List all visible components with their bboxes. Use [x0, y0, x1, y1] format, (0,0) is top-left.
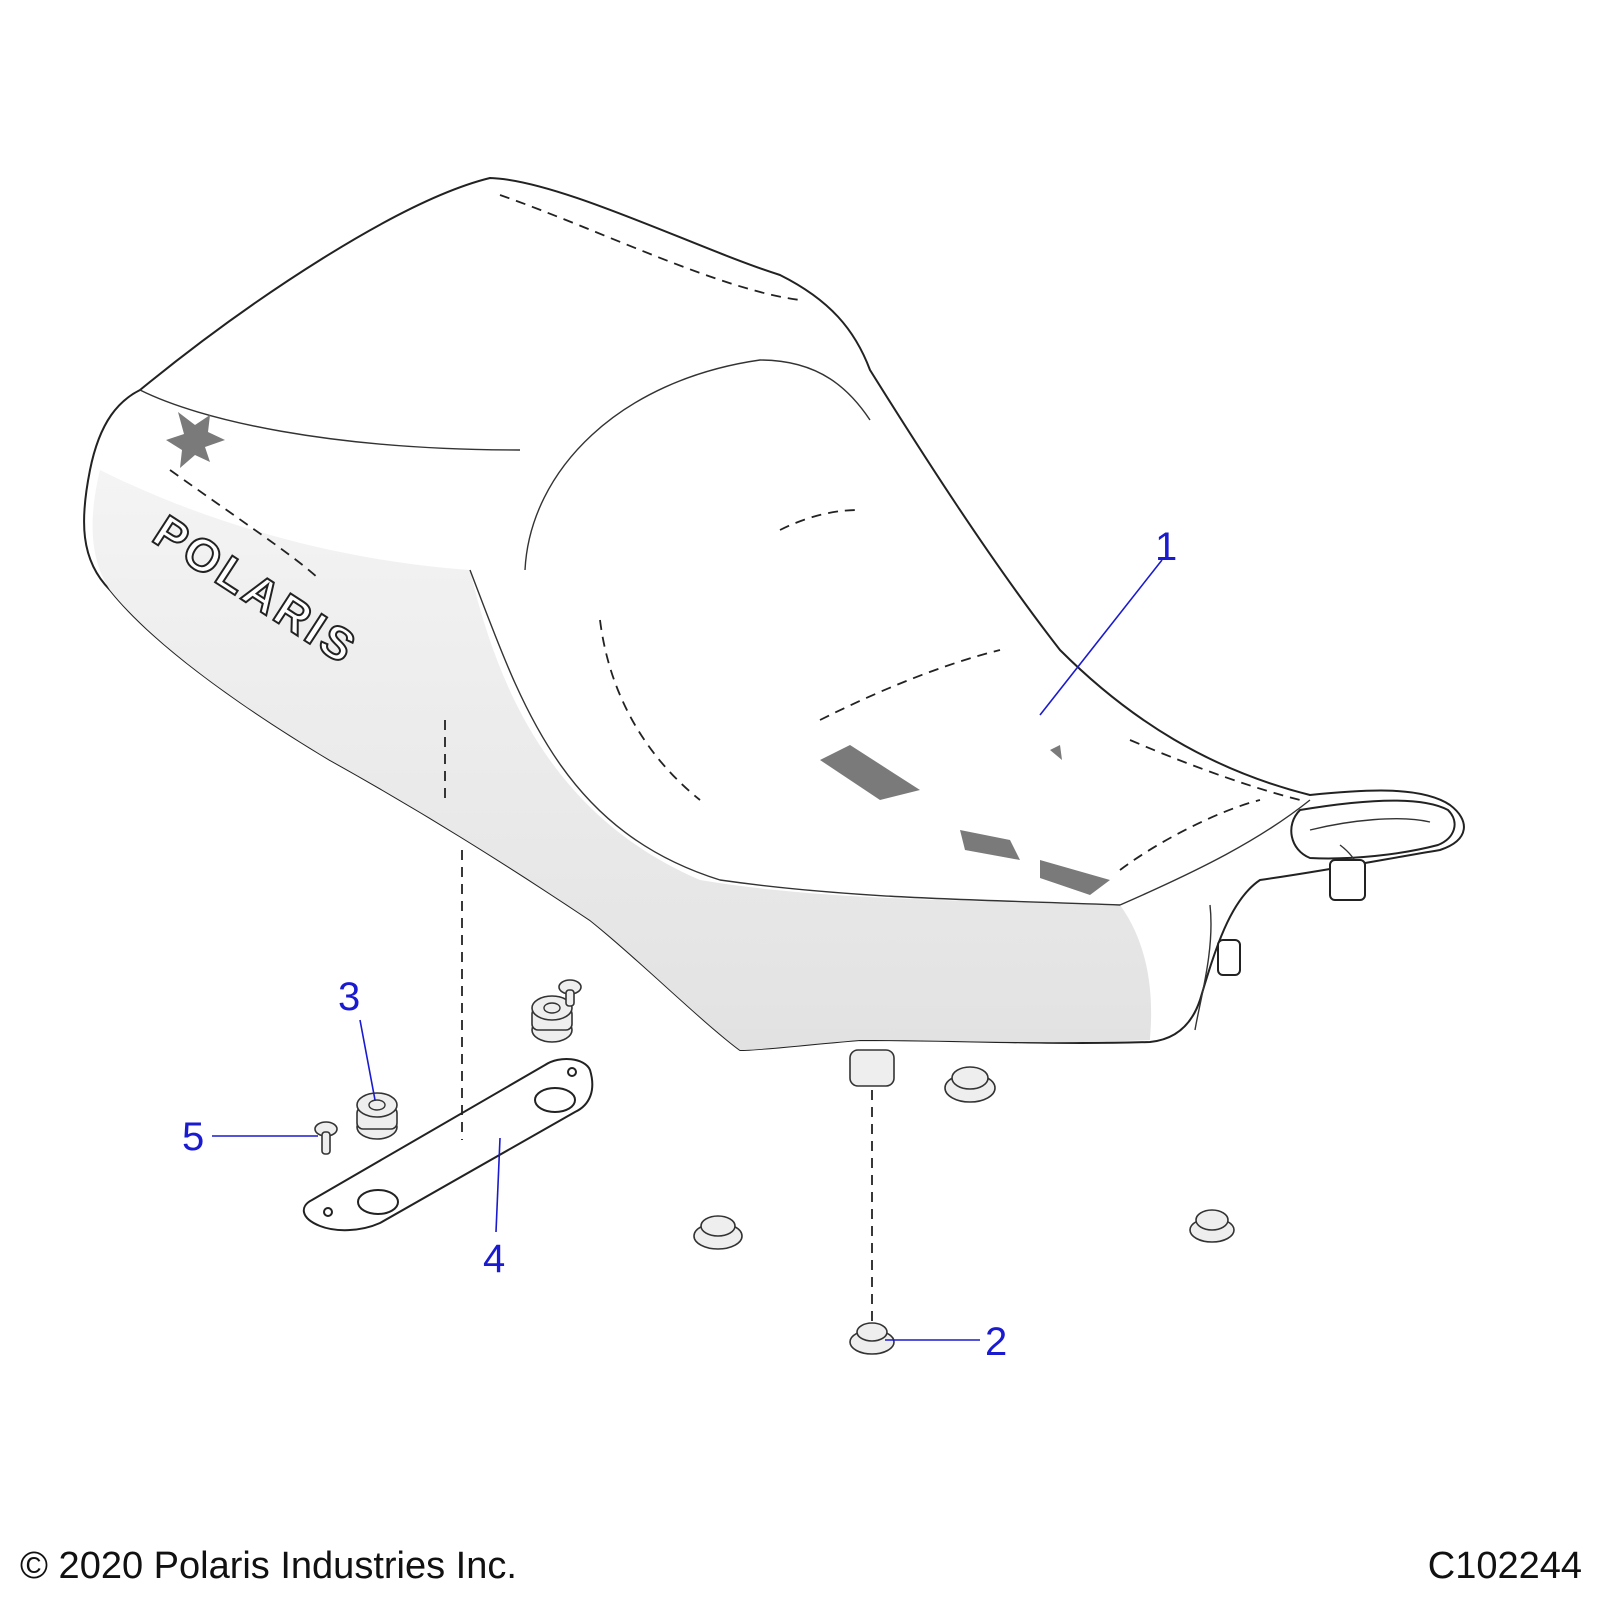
seat-front-nose — [1290, 799, 1456, 860]
svg-text:3: 3 — [338, 975, 360, 1019]
seat-seam-6 — [1129, 739, 1301, 801]
callout-3: 3 — [338, 975, 376, 1101]
seat-side-panel — [92, 470, 1152, 1050]
seat-front-under — [1194, 904, 1212, 1031]
callout-5: 5 — [182, 1115, 318, 1159]
seat-nose-detail-1 — [1309, 818, 1431, 831]
screw-upper — [558, 979, 582, 1007]
copyright-text: © 2020 Polaris Industries Inc. — [20, 1545, 517, 1587]
seat-seam-8 — [1119, 799, 1261, 871]
svg-text:2: 2 — [985, 1320, 1007, 1364]
bracket-pin-hole — [323, 1207, 333, 1217]
bracket-plate — [302, 1058, 594, 1232]
seat-front-edge — [1119, 799, 1311, 906]
svg-text:1: 1 — [1155, 525, 1177, 569]
grommet-3 — [1189, 1209, 1235, 1243]
seat-shade-1 — [820, 745, 920, 800]
seat-seam-1 — [499, 194, 801, 301]
seat-shade-3 — [1040, 860, 1110, 895]
grommet-1 — [944, 1066, 996, 1103]
seat-seam-5 — [819, 649, 1001, 721]
svg-text:5: 5 — [182, 1115, 204, 1159]
seat-shade-4 — [1050, 745, 1062, 760]
grommet-4 — [849, 1322, 895, 1355]
seat-seam-3 — [599, 619, 701, 801]
seat-tail-line — [139, 389, 521, 451]
seat-nose-tab — [1329, 859, 1366, 901]
grommet-group — [693, 1066, 1235, 1355]
seat-dish-edge — [524, 359, 871, 571]
polaris-star-emblem-icon — [166, 412, 225, 468]
seat-assembly: POLARIS — [83, 177, 1465, 1087]
bracket-hole-2 — [534, 1087, 576, 1113]
seat-waist-curve — [469, 569, 1121, 906]
seat-shade-2 — [960, 830, 1020, 860]
screw — [314, 1121, 338, 1155]
seat-seam-2 — [169, 469, 321, 581]
callout-2: 2 — [885, 1320, 1007, 1364]
seat-front-boss — [1217, 939, 1241, 976]
bracket-pin-hole-2 — [567, 1067, 577, 1077]
svg-text:4: 4 — [483, 1237, 505, 1281]
callout-1: 1 — [1039, 525, 1177, 716]
mounting-bracket — [302, 1058, 594, 1232]
grommet-nut — [356, 1092, 398, 1140]
callout-4: 4 — [483, 1137, 505, 1281]
seat-mount-post — [849, 1049, 895, 1087]
figure-id: C102244 — [1427, 1545, 1582, 1587]
seat-outline — [83, 177, 1465, 1051]
bracket-hole-1 — [357, 1189, 399, 1215]
grommet-2 — [693, 1215, 743, 1250]
grommet-nut-upper — [531, 995, 573, 1043]
seat-seam-4 — [779, 509, 861, 531]
